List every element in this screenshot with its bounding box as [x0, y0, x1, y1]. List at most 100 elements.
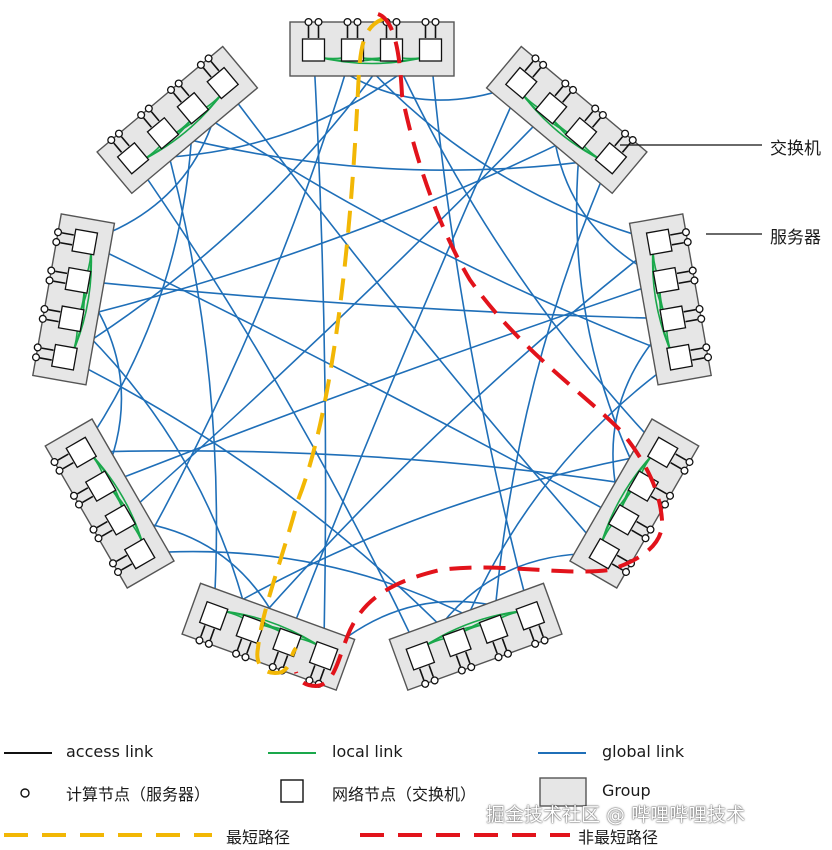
legend-network-node-icon — [280, 779, 304, 803]
access-link — [614, 136, 624, 147]
network-node — [607, 503, 640, 536]
network-node — [588, 537, 621, 570]
network-node — [504, 66, 538, 100]
compute-node — [665, 491, 675, 500]
non-shortest-path — [294, 12, 665, 689]
compute-node — [54, 228, 63, 237]
access-link — [172, 92, 182, 103]
access-link — [670, 232, 683, 236]
compute-node — [598, 110, 607, 120]
global-link — [222, 82, 605, 555]
compute-node — [561, 79, 570, 88]
network-node — [659, 305, 687, 333]
access-link — [116, 554, 128, 563]
compute-node — [74, 500, 84, 509]
compute-node — [31, 353, 41, 362]
group — [388, 582, 563, 692]
legend-access-label: access link — [66, 742, 154, 761]
compute-node — [688, 266, 697, 275]
compute-node — [690, 276, 699, 285]
compute-node — [232, 649, 241, 658]
compute-node — [107, 136, 116, 145]
access-link — [538, 625, 544, 637]
compute-node — [621, 567, 631, 577]
network-node — [123, 537, 156, 570]
access-link — [46, 318, 59, 323]
access-link — [685, 318, 698, 323]
access-link — [310, 665, 316, 677]
global-link — [162, 132, 612, 171]
compute-node — [431, 17, 440, 27]
callout-lines — [620, 144, 762, 235]
legend-graphics — [4, 752, 587, 837]
compute-node — [703, 353, 713, 362]
compute-node — [680, 466, 689, 475]
access-link — [671, 241, 684, 246]
network-node — [442, 627, 472, 658]
compute-node — [204, 54, 213, 63]
access-link — [676, 270, 689, 275]
network-node — [116, 141, 150, 175]
compute-node — [144, 104, 153, 113]
group — [44, 418, 175, 589]
global-link — [132, 157, 422, 657]
compute-node — [38, 314, 47, 323]
compute-node — [494, 653, 503, 662]
group-box — [31, 213, 116, 386]
compute-node — [503, 649, 512, 658]
group — [628, 213, 713, 386]
access-link — [678, 280, 691, 285]
global-link — [81, 449, 644, 487]
compute-node — [540, 636, 549, 645]
groups — [31, 17, 713, 692]
global-link — [575, 133, 645, 487]
group — [485, 45, 648, 195]
access-link — [418, 668, 425, 681]
compute-node — [681, 228, 690, 237]
access-link — [554, 86, 564, 97]
group-box — [485, 45, 648, 195]
access-link — [120, 136, 130, 147]
access-link — [77, 487, 89, 495]
access-link — [675, 453, 687, 461]
access-link — [96, 520, 108, 529]
compute-node — [108, 559, 118, 568]
access-link — [655, 487, 667, 495]
global-link — [456, 356, 681, 643]
network-node — [405, 640, 436, 671]
group-box — [181, 582, 356, 692]
compute-node — [40, 304, 49, 314]
switch-callout-label: 交换机 — [770, 139, 821, 159]
compute-node — [430, 676, 439, 685]
access-link — [532, 67, 542, 78]
access-link — [562, 92, 572, 103]
compute-node — [392, 17, 401, 27]
access-link — [48, 308, 61, 313]
access-link — [465, 651, 471, 664]
compute-node — [697, 314, 706, 323]
access-link — [584, 111, 594, 122]
access-link — [273, 651, 279, 664]
global-link — [192, 107, 680, 358]
network-node — [146, 116, 180, 150]
network-node — [198, 600, 229, 631]
network-node — [84, 470, 117, 503]
compute-node — [683, 238, 692, 247]
global-link — [63, 49, 393, 358]
compute-node — [421, 679, 430, 688]
access-link — [82, 495, 94, 504]
global-link — [70, 318, 252, 630]
access-link — [616, 554, 628, 563]
access-link — [55, 270, 68, 275]
access-link — [200, 625, 206, 637]
network-node — [71, 228, 99, 256]
access-link — [246, 641, 252, 654]
network-node — [65, 436, 98, 469]
compute-node — [314, 17, 323, 27]
compute-node — [50, 457, 59, 467]
access-link — [528, 628, 535, 641]
compute-node — [114, 129, 123, 138]
network-node — [645, 228, 673, 256]
network-node — [646, 436, 679, 469]
